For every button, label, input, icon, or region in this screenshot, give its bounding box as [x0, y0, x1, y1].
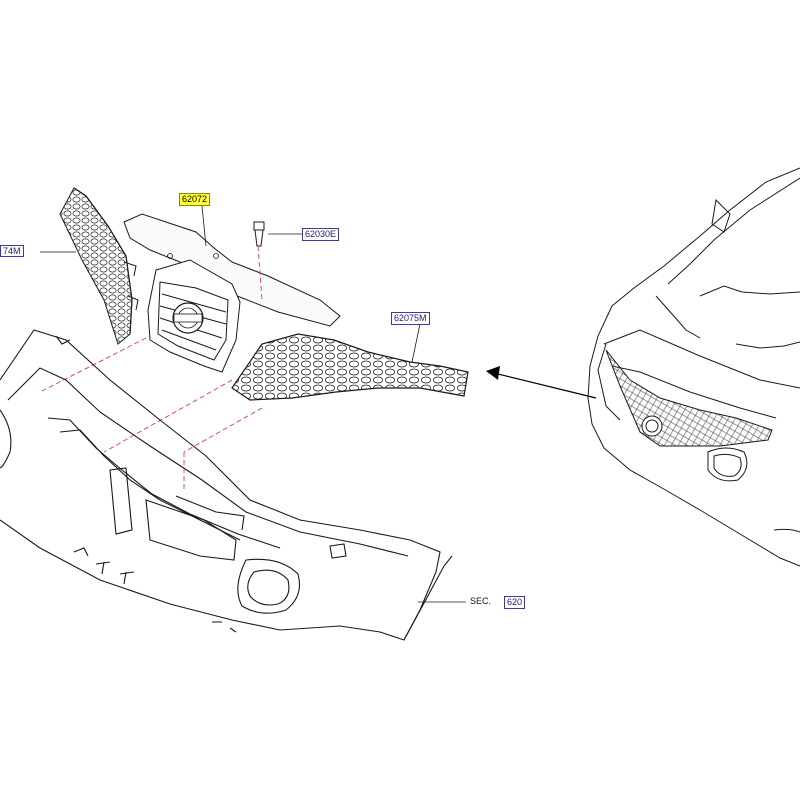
callout-74m: 74M — [0, 245, 24, 257]
callout-62072-text: 62072 — [182, 194, 208, 204]
section-prefix-text: SEC. — [470, 596, 492, 606]
front-bumper-part — [0, 329, 453, 641]
callout-62030e-text: 62030E — [305, 229, 337, 239]
callout-62075m-text: 62075M — [394, 313, 427, 323]
callout-62075m: 62075M — [391, 312, 430, 325]
upper-grille-part — [59, 187, 139, 345]
callout-62030e: 62030E — [302, 228, 340, 241]
section-ref-text: 620 — [507, 597, 523, 607]
center-grille-part — [123, 213, 341, 373]
leader-line-62072 — [201, 205, 207, 247]
push-clip-icon — [253, 221, 265, 247]
lower-grille-part — [231, 333, 469, 401]
pointer-arrow-icon — [486, 366, 597, 399]
callout-74m-text: 74M — [0, 245, 24, 257]
callout-section-620: 620 — [504, 596, 526, 609]
section-prefix: SEC. — [470, 596, 491, 607]
vehicle-front-view — [587, 167, 800, 567]
callout-62072: 62072 — [179, 193, 211, 206]
leader-line-62075m — [411, 323, 421, 363]
